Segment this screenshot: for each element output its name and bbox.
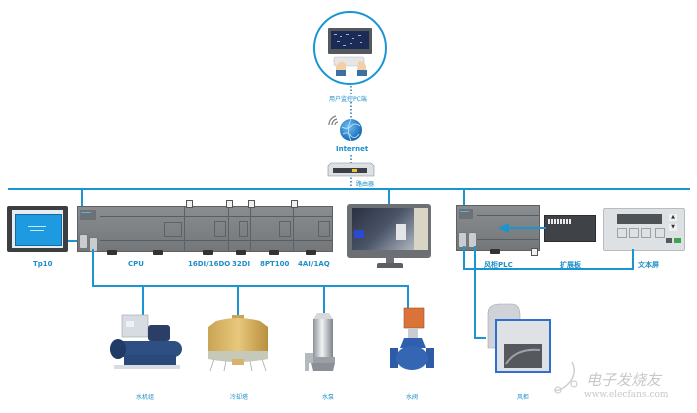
watermark-logo-icon xyxy=(553,361,578,394)
field-bus-drop xyxy=(92,249,94,286)
internet-label: Internet xyxy=(336,145,369,153)
arrow-left-icon xyxy=(498,223,546,233)
text-display-esc-button[interactable] xyxy=(666,238,672,243)
network-bus xyxy=(8,188,690,190)
bus-drop-monitor xyxy=(388,188,390,204)
module-16di-16do xyxy=(184,206,230,252)
field-drop-chiller xyxy=(142,285,144,317)
cooling-tower-icon xyxy=(208,315,268,372)
chiller-label: 水机组 xyxy=(136,394,155,401)
module-label: 8PT100 xyxy=(260,260,290,268)
ahu-plc-port-2[interactable] xyxy=(468,232,477,248)
module-label: 16DI/16DO xyxy=(188,260,231,268)
expansion-board-label: 扩展板 xyxy=(560,261,581,269)
field-drop-cooling-tower xyxy=(237,285,239,315)
field-drop-pump xyxy=(323,285,325,315)
ahu-to-text-display-link-v2 xyxy=(632,249,634,270)
bus-drop-cpu xyxy=(81,188,83,206)
router-label: 路由器 xyxy=(356,181,375,188)
ahu-to-text-display-link-h xyxy=(463,268,634,270)
cooling-tower-label: 冷却塔 xyxy=(230,394,249,401)
water-valve-label: 水阀 xyxy=(406,394,419,401)
ahu-link-fan-h xyxy=(474,337,486,339)
water-pump-label: 水泵 xyxy=(322,394,335,401)
field-drop-valve xyxy=(407,285,409,310)
ahu-drop-fan xyxy=(474,246,476,339)
dip-switch xyxy=(548,219,572,224)
ahu-fan-icon xyxy=(487,303,551,373)
watermark-url: www.elecfans.com xyxy=(584,390,669,400)
monitor-stand xyxy=(377,263,403,268)
water-valve-icon xyxy=(390,307,434,370)
text-display-lcd xyxy=(617,214,662,224)
hmi-label: Tp10 xyxy=(33,260,53,268)
ahu-fan-label: 风柜 xyxy=(517,394,530,401)
hmi-to-cpu-link xyxy=(68,240,80,242)
module-4ai-1aq xyxy=(293,206,333,252)
text-display-label: 文本屏 xyxy=(638,261,659,269)
ahu-plc-label: 风柜PLC xyxy=(484,261,513,269)
module-8pt100 xyxy=(250,206,295,252)
text-display-enter-button[interactable] xyxy=(674,238,681,243)
user-pc-icon xyxy=(313,11,387,85)
module-label: 4AI/1AQ xyxy=(298,260,330,268)
text-display-down-button[interactable]: ▼ xyxy=(669,224,677,231)
watermark-brand: 电子发烧友 xyxy=(586,371,662,389)
wifi-icon xyxy=(328,115,339,126)
water-pump-icon xyxy=(305,313,335,371)
user-pc-label: 用户监控PC端 xyxy=(329,96,367,103)
text-display-up-button[interactable]: ▲ xyxy=(669,214,677,221)
cpu-label: CPU xyxy=(128,260,144,268)
chiller-icon xyxy=(110,314,182,369)
cpu-port-1[interactable] xyxy=(79,234,88,249)
field-bus xyxy=(92,285,409,287)
module-label: 32DI xyxy=(232,260,251,268)
bus-drop-ahu-plc xyxy=(463,188,465,206)
ahu-to-text-display-link-v1 xyxy=(463,246,465,269)
router-icon xyxy=(327,162,375,177)
dotted-link xyxy=(350,86,352,186)
ahu-plc-port-1[interactable] xyxy=(458,232,467,248)
module-32di xyxy=(228,206,252,252)
globe-icon xyxy=(340,118,362,142)
